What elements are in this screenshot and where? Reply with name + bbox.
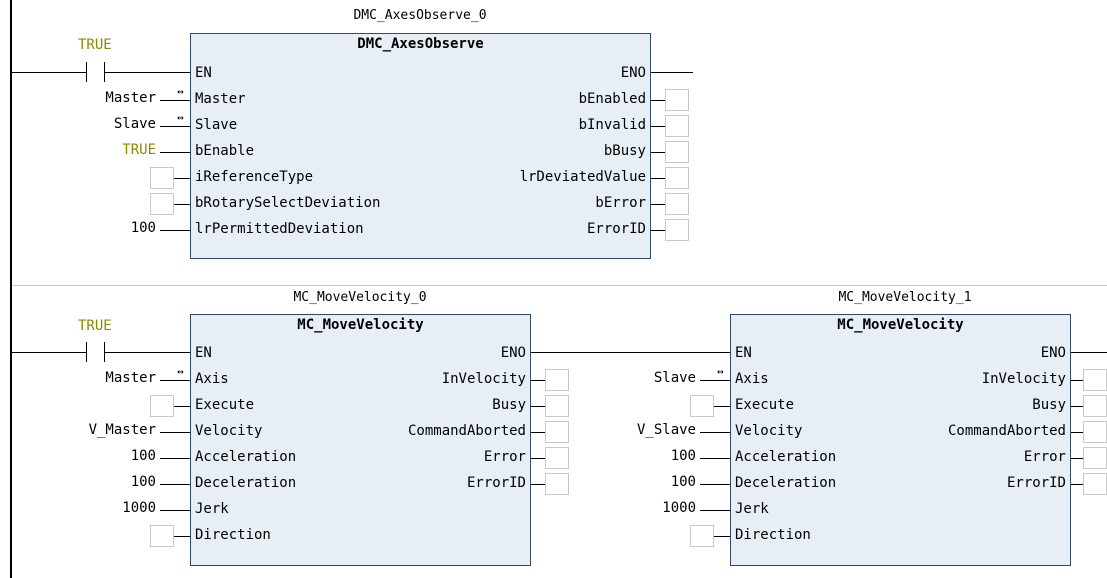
input-value-velocity[interactable]: V_Slave — [636, 422, 696, 438]
input-value-deceleration[interactable]: 100 — [670, 474, 696, 490]
pin-invelocity: InVelocity — [981, 371, 1066, 387]
empty-input-box[interactable] — [150, 525, 174, 547]
empty-output-box[interactable] — [665, 219, 689, 241]
empty-output-box[interactable] — [1083, 369, 1107, 391]
input-value-velocity[interactable]: V_Master — [88, 422, 156, 438]
pin-execute: Execute — [735, 397, 795, 413]
empty-output-box[interactable] — [1083, 447, 1107, 469]
pin-binvalid: bInvalid — [578, 117, 646, 133]
input-value-jerk[interactable]: 1000 — [122, 500, 156, 516]
empty-output-box[interactable] — [665, 141, 689, 163]
instance-name[interactable]: MC_MoveVelocity_0 — [293, 290, 427, 305]
inout-arrow-icon: ↔ — [177, 111, 184, 124]
empty-input-box[interactable] — [150, 193, 174, 215]
empty-output-box[interactable] — [1083, 473, 1107, 495]
pin-ireferencetype: iReferenceType — [195, 169, 314, 185]
empty-output-box[interactable] — [1083, 421, 1107, 443]
pin-brotaryselectdeviation: bRotarySelectDeviation — [195, 195, 381, 211]
pin-en: EN — [195, 65, 212, 81]
pin-velocity: Velocity — [735, 423, 803, 439]
pin-busy: Busy — [1032, 397, 1066, 413]
pin-acceleration: Acceleration — [195, 449, 297, 465]
pin-benable: bEnable — [195, 143, 255, 159]
pin-invelocity: InVelocity — [441, 371, 526, 387]
pin-error: Error — [1023, 449, 1066, 465]
contact-variable[interactable]: TRUE — [78, 37, 112, 53]
pin-direction: Direction — [735, 527, 811, 543]
pin-busy: Busy — [492, 397, 526, 413]
pin-direction: Direction — [195, 527, 271, 543]
pin-acceleration: Acceleration — [735, 449, 837, 465]
function-block-mc-movevelocity-1[interactable]: MC_MoveVelocity EN Axis Execute Velocity… — [730, 314, 1071, 566]
contact-left-bar — [86, 342, 87, 362]
pin-eno: ENO — [1040, 345, 1066, 361]
left-power-rail — [10, 0, 12, 578]
input-value-axis[interactable]: Master — [105, 370, 156, 386]
empty-input-box[interactable] — [150, 167, 174, 189]
empty-output-box[interactable] — [665, 115, 689, 137]
pin-lrpermitteddeviation: lrPermittedDeviation — [195, 221, 364, 237]
empty-output-box[interactable] — [545, 473, 569, 495]
block-type-name: MC_MoveVelocity — [297, 317, 424, 333]
pin-master: Master — [195, 91, 246, 107]
input-value-axis[interactable]: Slave — [653, 370, 696, 386]
inout-arrow-icon: ↔ — [177, 365, 184, 378]
pin-eno: ENO — [620, 65, 646, 81]
block-type-name: MC_MoveVelocity — [837, 317, 964, 333]
pin-execute: Execute — [195, 397, 255, 413]
pin-axis: Axis — [735, 371, 769, 387]
empty-output-box[interactable] — [665, 89, 689, 111]
input-value-benable[interactable]: TRUE — [122, 142, 156, 158]
pin-en: EN — [735, 345, 752, 361]
empty-output-box[interactable] — [545, 421, 569, 443]
pin-velocity: Velocity — [195, 423, 263, 439]
function-block-mc-movevelocity-0[interactable]: MC_MoveVelocity EN Axis Execute Velocity… — [190, 314, 531, 566]
pin-errorid: ErrorID — [586, 221, 646, 237]
block-type-name: DMC_AxesObserve — [357, 36, 484, 52]
pin-commandaborted: CommandAborted — [947, 423, 1066, 439]
input-value-jerk[interactable]: 1000 — [662, 500, 696, 516]
contact-variable[interactable]: TRUE — [78, 318, 112, 334]
pin-eno: ENO — [500, 345, 526, 361]
pin-deceleration: Deceleration — [735, 475, 837, 491]
function-block-dmc-axesobserve[interactable]: DMC_AxesObserve EN Master Slave bEnable … — [190, 33, 651, 259]
empty-output-box[interactable] — [545, 447, 569, 469]
pin-jerk: Jerk — [195, 501, 229, 517]
rung-divider — [12, 285, 1107, 286]
empty-output-box[interactable] — [665, 193, 689, 215]
pin-bbusy: bBusy — [603, 143, 646, 159]
input-value-deceleration[interactable]: 100 — [130, 474, 156, 490]
pin-berror: bError — [595, 195, 646, 211]
pin-axis: Axis — [195, 371, 229, 387]
pin-deceleration: Deceleration — [195, 475, 297, 491]
input-value-acceleration[interactable]: 100 — [670, 448, 696, 464]
empty-output-box[interactable] — [545, 369, 569, 391]
contact-left-bar — [86, 62, 87, 82]
inout-arrow-icon: ↔ — [177, 85, 184, 98]
input-value-master[interactable]: Master — [105, 90, 156, 106]
empty-output-box[interactable] — [1083, 395, 1107, 417]
input-value-acceleration[interactable]: 100 — [130, 448, 156, 464]
instance-name[interactable]: DMC_AxesObserve_0 — [353, 8, 487, 23]
pin-jerk: Jerk — [735, 501, 769, 517]
pin-errorid: ErrorID — [466, 475, 526, 491]
pin-slave: Slave — [195, 117, 238, 133]
empty-input-box[interactable] — [690, 525, 714, 547]
eno-to-en-wire — [531, 352, 730, 353]
pin-commandaborted: CommandAborted — [407, 423, 526, 439]
pin-error: Error — [483, 449, 526, 465]
pin-errorid: ErrorID — [1006, 475, 1066, 491]
pin-lrdeviatedvalue: lrDeviatedValue — [519, 169, 646, 185]
empty-output-box[interactable] — [665, 167, 689, 189]
empty-output-box[interactable] — [545, 395, 569, 417]
input-value-slave[interactable]: Slave — [113, 116, 156, 132]
input-value-lrpermitteddeviation[interactable]: 100 — [130, 220, 156, 236]
inout-arrow-icon: ↔ — [717, 365, 724, 378]
empty-input-box[interactable] — [150, 395, 174, 417]
pin-benabled: bEnabled — [578, 91, 646, 107]
pin-en: EN — [195, 345, 212, 361]
empty-input-box[interactable] — [690, 395, 714, 417]
instance-name[interactable]: MC_MoveVelocity_1 — [838, 290, 972, 305]
